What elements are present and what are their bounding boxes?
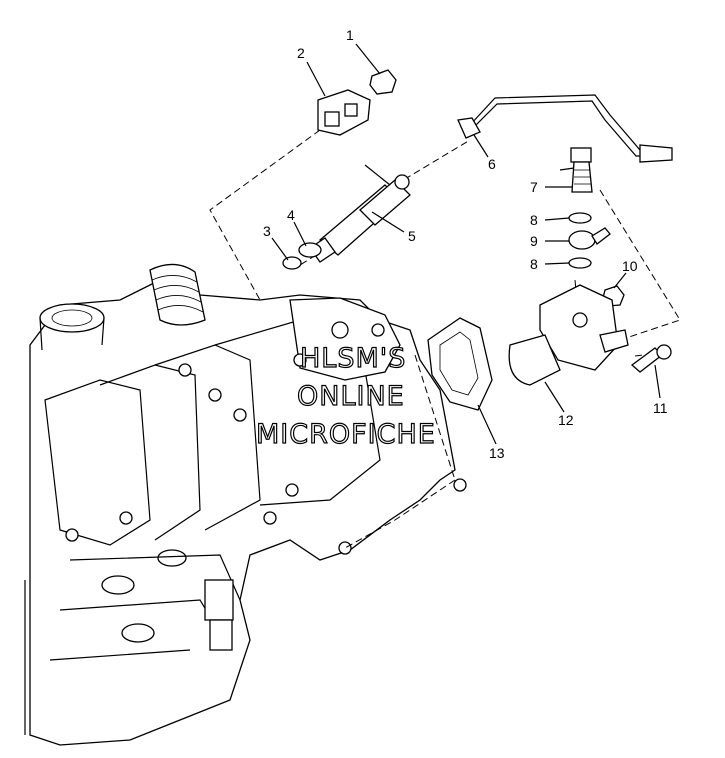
- injector-assembly: [282, 69, 673, 270]
- watermark-line-1: HLSM'S: [300, 343, 406, 374]
- callout-7: 7: [530, 179, 538, 195]
- callout-6: 6: [488, 156, 496, 172]
- watermark-line-3: MICROFICHE: [256, 419, 436, 450]
- callout-8a: 8: [530, 212, 538, 228]
- callout-1: 1: [346, 27, 354, 43]
- callout-13: 13: [489, 445, 505, 461]
- callouts: 1 2 3 4 5 6 7 8 9 8 10 11 12 13: [263, 27, 668, 461]
- callout-12: 12: [558, 412, 574, 428]
- callout-10: 10: [622, 258, 638, 274]
- watermark: HLSM'S ONLINE MICROFICHE: [255, 342, 436, 450]
- callout-3: 3: [263, 223, 271, 239]
- callout-5: 5: [408, 228, 416, 244]
- callout-4: 4: [287, 207, 295, 223]
- engine-block: [24, 263, 467, 746]
- callout-8b: 8: [530, 256, 538, 272]
- callout-2: 2: [297, 45, 305, 61]
- watermark-line-2: ONLINE: [297, 381, 405, 412]
- callout-11: 11: [653, 400, 668, 416]
- fuel-pump-assembly: [427, 147, 672, 411]
- leader-lines: [271, 43, 661, 445]
- callout-9: 9: [530, 233, 538, 249]
